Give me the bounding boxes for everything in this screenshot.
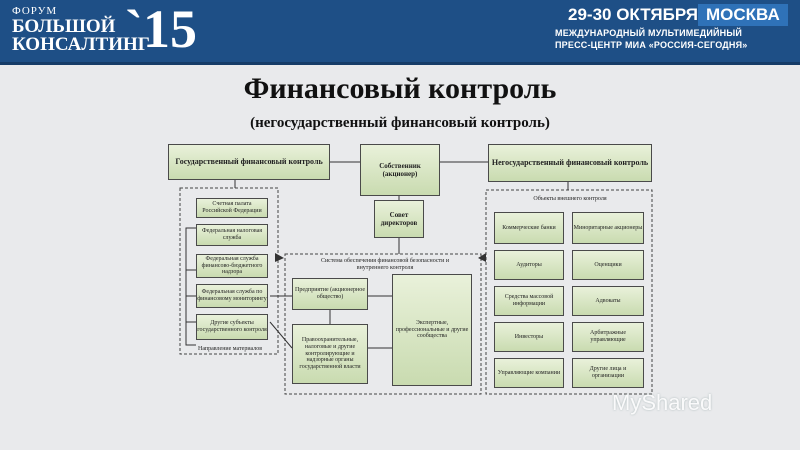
external-item-7: Инвесторы xyxy=(494,322,564,352)
state-group-border xyxy=(179,187,279,355)
experts-box: Экспертные, профессиональные и другие со… xyxy=(392,274,472,386)
banner-dates: 29-30 ОКТЯБРЯ xyxy=(568,5,698,24)
external-item-9: Управляющие компании xyxy=(494,358,564,388)
board-box: Совет директоров xyxy=(374,200,424,238)
banner-forum: ФОРУМ xyxy=(12,5,58,17)
external-item-5: Средства массовой информации xyxy=(494,286,564,316)
external-item-10: Другие лица и организации xyxy=(572,358,644,388)
law-enforcement-box: Правоохранительные, налоговые и другие к… xyxy=(292,324,368,384)
enterprise-box: Предприятие (акционерное общество) xyxy=(292,278,368,310)
external-item-1: Коммерческие банки xyxy=(494,212,564,244)
external-label: Объекты внешнего контроля xyxy=(533,196,607,202)
system-label: Система обеспечения финансовой безопасно… xyxy=(320,258,450,272)
state-item-1: Счетная палата Российской Федерации xyxy=(196,198,268,218)
external-item-6: Адвокаты xyxy=(572,286,644,316)
system-border xyxy=(284,253,482,395)
state-item-4: Федеральная служба по финансовому монито… xyxy=(196,284,268,308)
owner-box: Собственник (акционер) xyxy=(360,144,440,196)
state-control-header: Государственный финансовый контроль xyxy=(168,144,330,180)
state-item-5: Другие субъекты государственного контрол… xyxy=(196,314,268,340)
external-item-3: Аудиторы xyxy=(494,250,564,280)
banner-city: МОСКВА xyxy=(698,4,788,26)
external-item-4: Оценщики xyxy=(572,250,644,280)
state-item-2: Федеральная налоговая служба xyxy=(196,224,268,246)
event-banner: ФОРУМ БОЛЬШОЙ КОНСАЛТИНГ `15 29-30 ОКТЯБ… xyxy=(0,0,800,65)
external-item-8: Арбитражные управляющие xyxy=(572,322,644,352)
banner-line-3: КОНСАЛТИНГ xyxy=(12,34,150,55)
banner-subtitle-1: МЕЖДУНАРОДНЫЙ МУЛЬТИМЕДИЙНЫЙ xyxy=(555,28,743,38)
state-law-line xyxy=(269,321,293,349)
banner-number: `15 xyxy=(125,0,197,59)
watermark-logo: MyShared xyxy=(612,390,713,415)
slide-title: Финансовый контроль xyxy=(243,72,557,105)
banner-line-2: БОЛЬШОЙ xyxy=(12,16,116,37)
nonstate-control-header: Негосударственный финансовый контроль xyxy=(488,144,652,182)
banner-subtitle-2: ПРЕСС-ЦЕНТР МИА «РОССИЯ-СЕГОДНЯ» xyxy=(555,40,748,50)
external-item-2: Миноритарные акционеры xyxy=(572,212,644,244)
external-border xyxy=(485,189,653,395)
state-item-3: Федеральная служба финансово-бюджетного … xyxy=(196,254,268,278)
slide-subtitle: (негосударственный финансовый контроль) xyxy=(250,115,550,131)
materials-note: Направление материалов xyxy=(198,346,263,352)
state-bracket xyxy=(185,227,196,346)
